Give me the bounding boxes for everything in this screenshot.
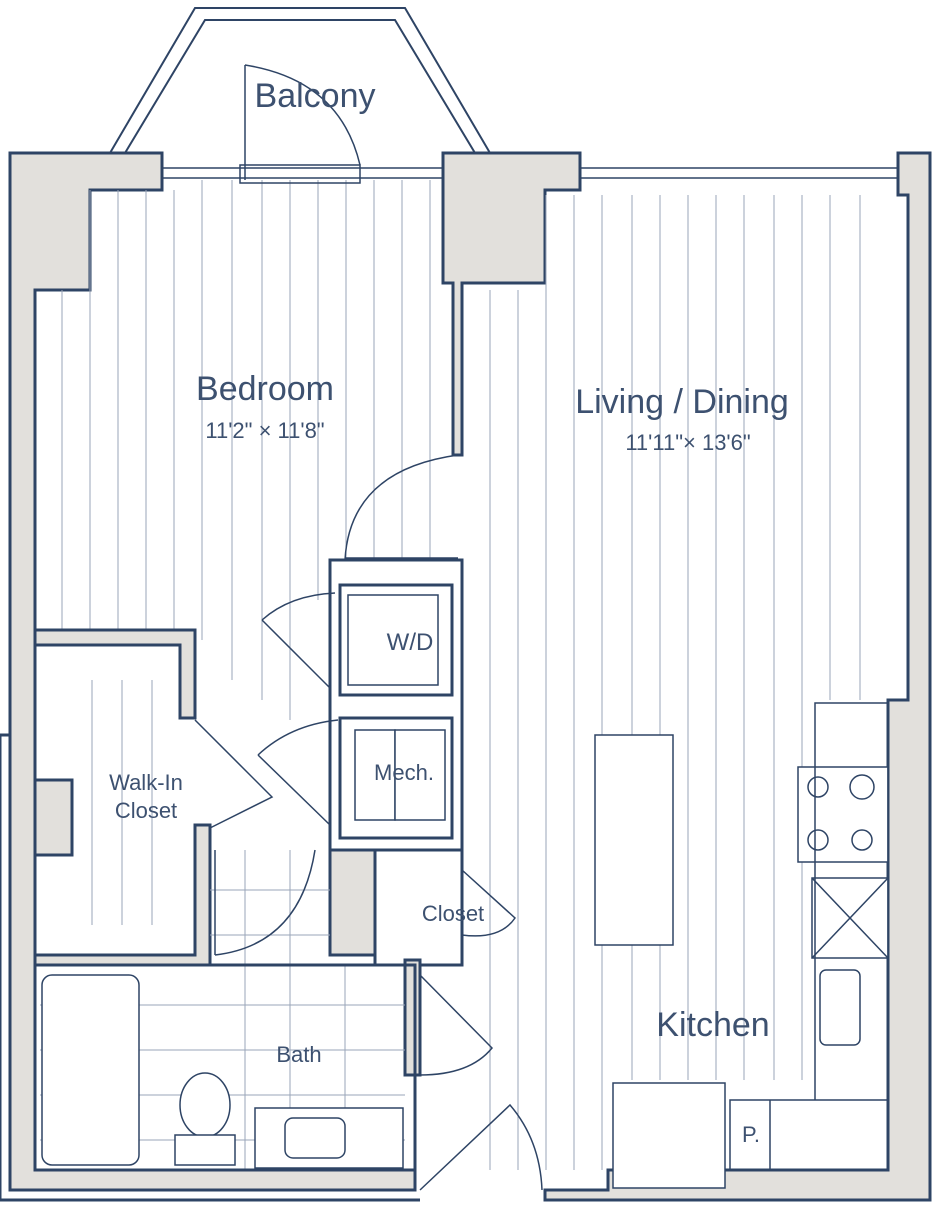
balcony-railing xyxy=(109,7,491,180)
closet-label: Closet xyxy=(422,901,484,926)
doors xyxy=(194,454,543,1191)
kitchen-label: Kitchen xyxy=(656,1006,769,1044)
balcony-label: Balcony xyxy=(255,77,376,115)
windows xyxy=(161,164,899,184)
walk-in-closet-label-line2: Closet xyxy=(115,798,177,823)
bedroom-floor xyxy=(61,180,431,720)
bedroom-label: Bedroom xyxy=(196,370,334,408)
bath-label: Bath xyxy=(276,1042,321,1067)
pantry-label: P. xyxy=(742,1122,760,1147)
appliances xyxy=(347,594,889,1189)
living-dining-label: Living / Dining xyxy=(575,383,789,421)
bedroom-dimensions: 11'2" × 11'8" xyxy=(205,418,324,443)
mechanical-label: Mech. xyxy=(374,760,434,785)
washer-dryer-label: W/D xyxy=(387,629,434,656)
exterior-wall xyxy=(0,151,932,1202)
bath-fixtures xyxy=(41,974,404,1169)
living-dining-dimensions: 11'11"× 13'6" xyxy=(625,430,750,455)
walk-in-closet-label-line1: Walk-In xyxy=(109,770,183,795)
